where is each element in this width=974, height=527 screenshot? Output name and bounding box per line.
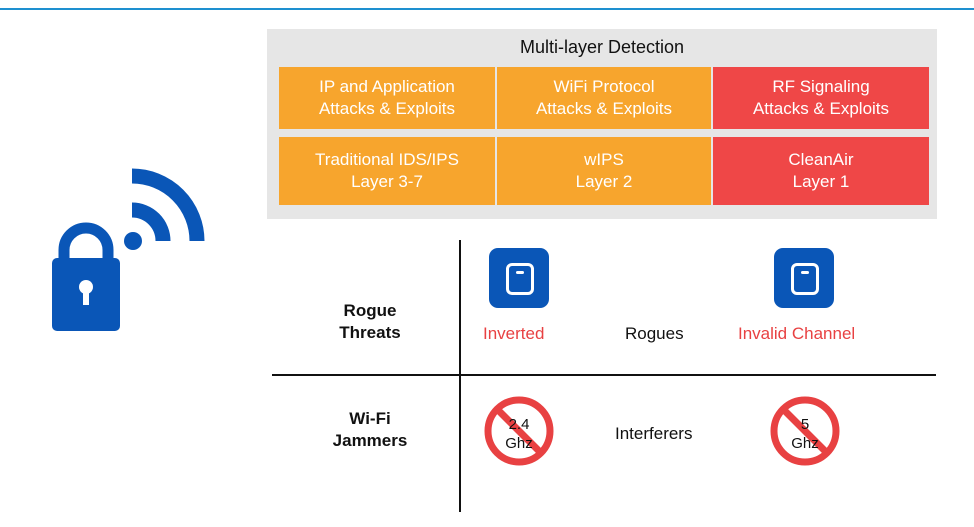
top-rule [0, 8, 974, 10]
lock-wifi-icon [44, 150, 224, 365]
cleanair-cell: CleanAir Layer 1 [713, 137, 929, 205]
row-header-wifi-jammers: Wi-Fi Jammers [332, 409, 408, 450]
inverted-label: Inverted [483, 324, 545, 343]
band-5-value: 5 [801, 416, 809, 433]
rf-signaling-cell: RF Signaling Attacks & Exploits [713, 67, 929, 129]
row-header-rogue-threats: Rogue Threats [339, 301, 401, 342]
rogues-label: Rogues [625, 324, 684, 343]
band-2-4-unit: Ghz [505, 435, 533, 452]
matrix-horizontal-divider [272, 374, 936, 376]
ip-application-cell: IP and Application Attacks & Exploits [279, 67, 495, 129]
multi-layer-detection-panel: Multi-layer Detection IP and Application… [267, 29, 937, 219]
band-2-4-value: 2.4 [509, 416, 530, 433]
band-5-unit: Ghz [791, 435, 819, 452]
no-sign-icon: 2.4 Ghz [483, 395, 555, 467]
wips-cell: wIPS Layer 2 [497, 137, 711, 205]
access-point-icon [489, 248, 549, 308]
panel-title: Multi-layer Detection [519, 37, 685, 57]
wifi-protocol-cell: WiFi Protocol Attacks & Exploits [497, 67, 711, 129]
matrix-vertical-divider [459, 240, 461, 512]
traditional-ids-cell: Traditional IDS/IPS Layer 3-7 [279, 137, 495, 205]
interferers-label: Interferers [615, 424, 693, 443]
invalid-channel-label: Invalid Channel [738, 324, 856, 343]
no-sign-icon: 5 Ghz [769, 395, 841, 467]
access-point-icon [774, 248, 834, 308]
